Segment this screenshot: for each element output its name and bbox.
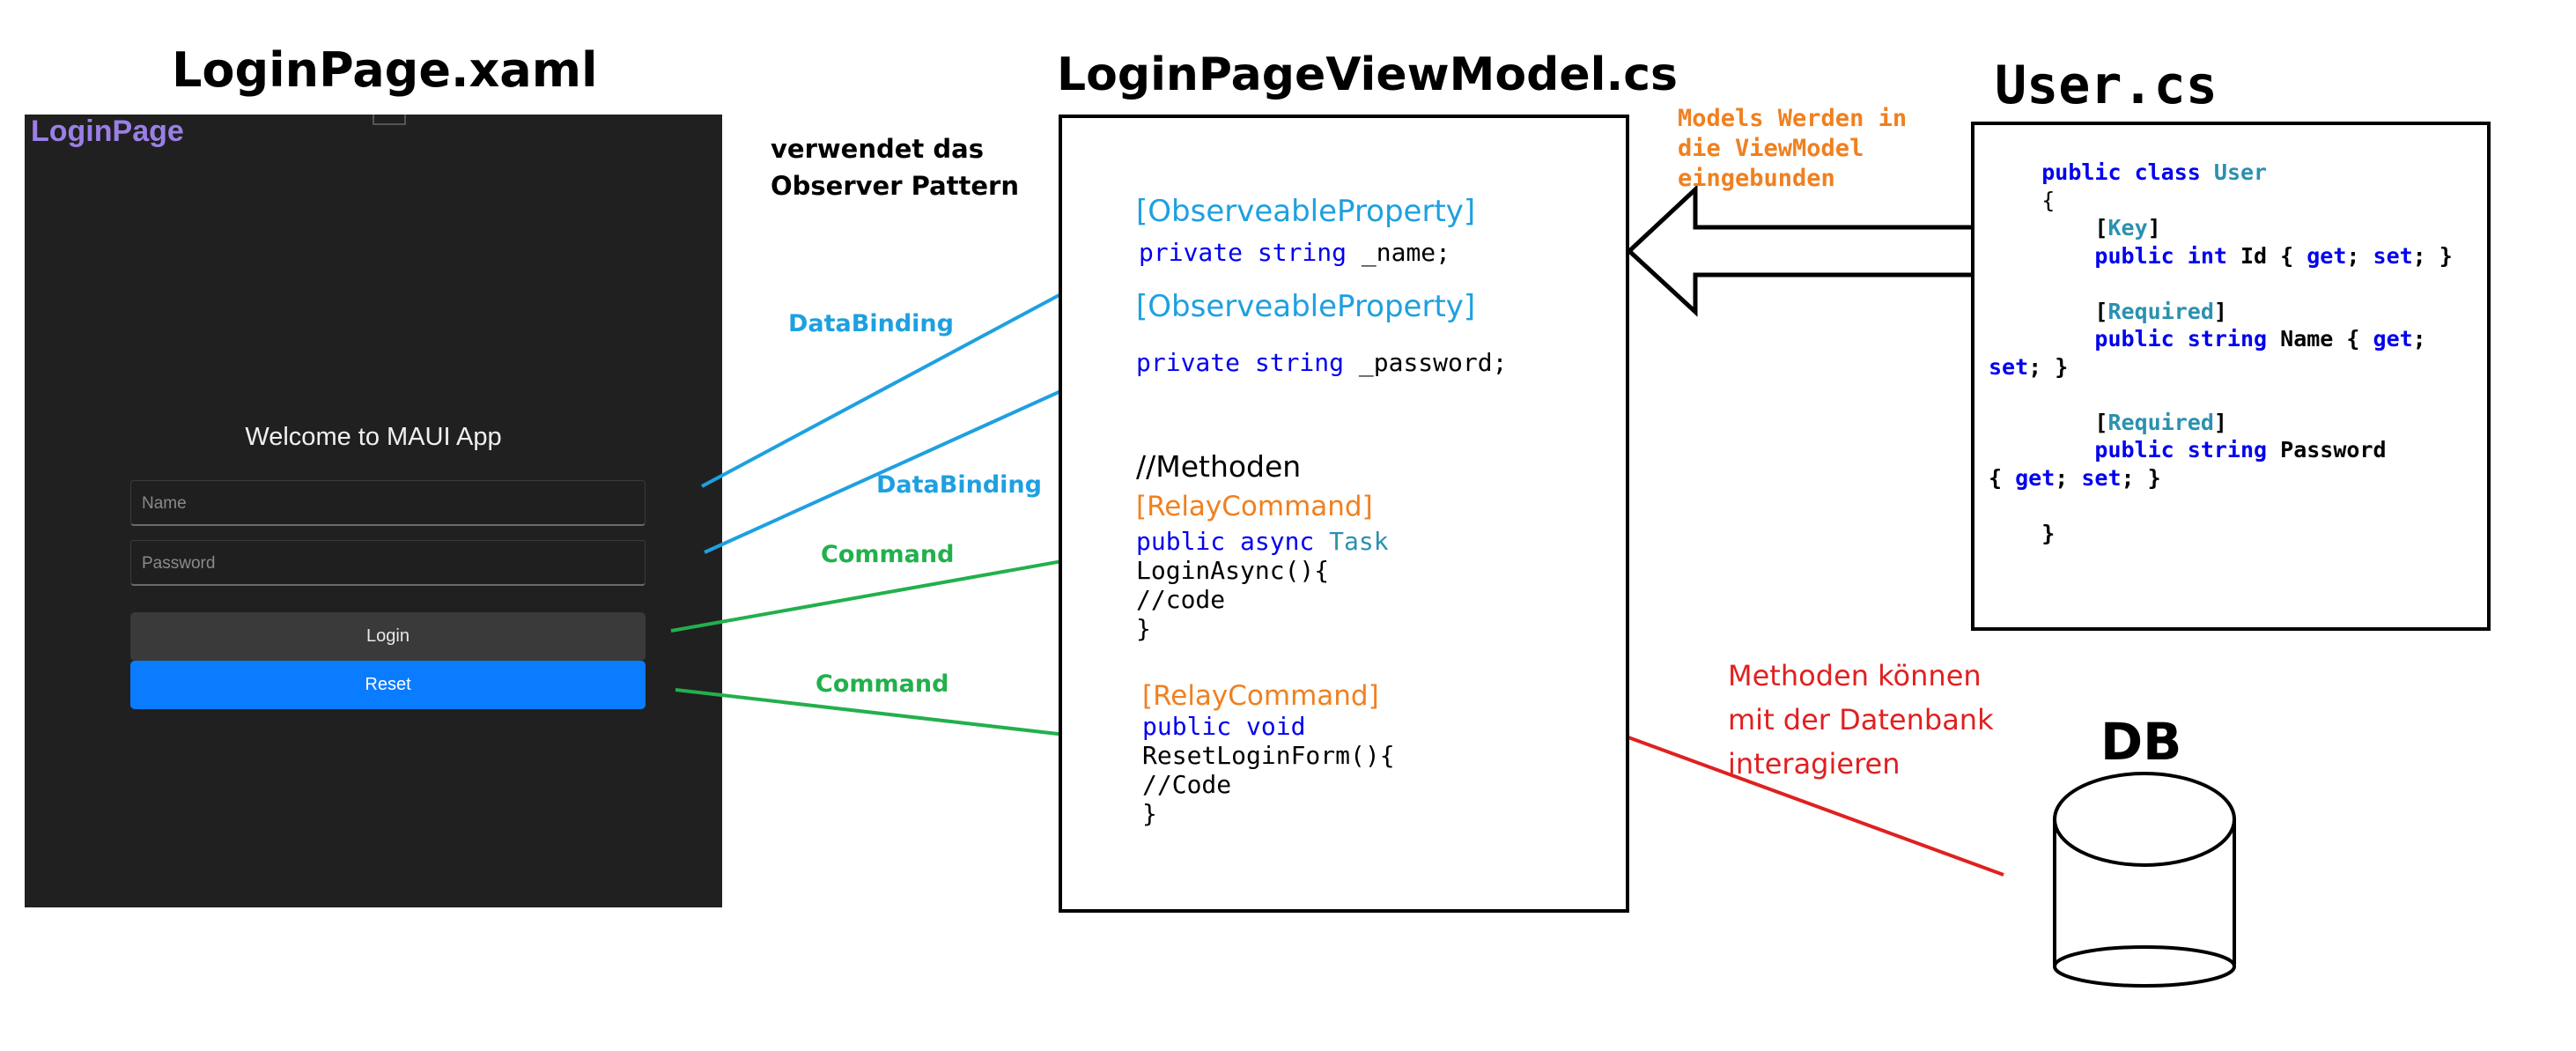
user-close-brace: }	[2041, 520, 2056, 546]
db-note-line3: interagieren	[1728, 747, 1901, 781]
observer-note-line1: verwendet das	[771, 134, 984, 164]
login-close: }	[1136, 614, 1151, 643]
reset-keywords: public void	[1142, 712, 1306, 741]
password-get: get	[2015, 464, 2056, 491]
required2-close: ]	[2213, 409, 2227, 435]
models-note-line3: eingebunden	[1678, 165, 1835, 192]
observable-attr-2: [ObserveableProperty]	[1136, 289, 1476, 324]
id-get: get	[2307, 242, 2347, 269]
db-cylinder-top	[2053, 772, 2236, 867]
id-rest3: ; }	[2412, 242, 2453, 269]
observable-attr-1: [ObserveableProperty]	[1136, 194, 1476, 229]
password-field-decl: private string _password;	[1136, 348, 1507, 377]
required1-close: ]	[2213, 298, 2227, 324]
command-line-1	[670, 550, 1118, 633]
user-class-name: User	[2200, 159, 2268, 185]
models-note-line1: Models Werden in	[1678, 105, 1908, 132]
required2-attr: Required	[2107, 409, 2214, 435]
command-label-2: Command	[816, 670, 949, 698]
models-note-line2: die ViewModel	[1678, 135, 1864, 162]
password-field-keywords: private string	[1136, 348, 1345, 377]
reset-signature: ResetLoginForm(){	[1142, 741, 1395, 770]
login-page-preview: LoginPage Welcome to MAUI App Name Passw…	[25, 115, 722, 907]
login-page-title: LoginPage.xaml	[172, 42, 598, 98]
reset-button[interactable]: Reset	[130, 661, 646, 709]
methods-comment: //Methoden	[1136, 449, 1302, 484]
db-note: Methoden können mit der Datenbank intera…	[1728, 654, 1994, 786]
id-rest2: ;	[2346, 242, 2373, 269]
required1-open: [	[2094, 298, 2108, 324]
relay-command-attr-1: [RelayCommand]	[1136, 491, 1373, 522]
password-mid: ;	[2055, 464, 2082, 491]
password-rest: Password	[2267, 437, 2387, 463]
id-set: set	[2373, 242, 2413, 269]
viewmodel-title: LoginPageViewModel.cs	[1057, 48, 1678, 101]
user-class-keywords: public class	[2041, 159, 2201, 185]
viewmodel-box	[1059, 115, 1629, 913]
reset-close: }	[1142, 799, 1157, 828]
welcome-text: Welcome to MAUI App	[245, 423, 502, 451]
password-rest2: ; }	[2121, 464, 2161, 491]
login-body: //code	[1136, 585, 1226, 614]
databinding-label-1: DataBinding	[788, 310, 954, 337]
command-label-1: Command	[821, 541, 955, 568]
password-input[interactable]: Password	[130, 540, 646, 586]
name-input[interactable]: Name	[130, 480, 646, 526]
name-field-decl: private string _name;	[1139, 238, 1450, 267]
key-close: ]	[2147, 215, 2161, 241]
login-signature: LoginAsync(){	[1136, 556, 1330, 585]
password-keywords: public string	[2094, 437, 2268, 463]
name-keywords: public string	[2094, 326, 2268, 352]
databinding-line-2	[704, 366, 1112, 554]
databinding-line-1	[701, 269, 1106, 488]
name-get: get	[2373, 326, 2413, 352]
observer-note-line2: Observer Pattern	[771, 171, 1019, 201]
login-return-type: Task	[1314, 527, 1389, 556]
name-field-keywords: private string	[1139, 238, 1347, 267]
databinding-label-2: DataBinding	[876, 471, 1042, 499]
command-line-2	[675, 688, 1081, 738]
db-cylinder-sides	[2053, 819, 2236, 965]
name-semi: ;	[2412, 326, 2426, 352]
name-rest: Name {	[2267, 326, 2373, 352]
key-attr: Key	[2107, 215, 2148, 241]
required2-open: [	[2094, 409, 2108, 435]
login-keywords: public async	[1136, 527, 1315, 556]
user-open-brace: {	[2041, 187, 2056, 213]
id-rest1: Id {	[2226, 242, 2307, 269]
db-title: DB	[2100, 712, 2182, 772]
app-window-title: LoginPage	[31, 115, 184, 148]
model-to-viewmodel-arrow	[1626, 184, 1977, 317]
id-keywords: public int	[2094, 242, 2227, 269]
password-set: set	[2081, 464, 2122, 491]
login-button[interactable]: Login	[130, 612, 646, 661]
name-rest2: ; }	[2028, 353, 2069, 380]
password-field-ident: _password;	[1344, 348, 1508, 377]
relay-command-attr-2: [RelayCommand]	[1142, 680, 1379, 712]
reset-body: //Code	[1142, 770, 1232, 799]
db-note-line1: Methoden können	[1728, 659, 1982, 692]
db-note-line2: mit der Datenbank	[1728, 703, 1994, 736]
user-title: User.cs	[1995, 55, 2218, 116]
name-field-ident: _name;	[1347, 238, 1451, 267]
user-class-box	[1971, 122, 2491, 631]
key-open: [	[2094, 215, 2108, 241]
window-handle	[373, 115, 406, 125]
name-set: set	[1989, 353, 2029, 380]
password-open: {	[1989, 464, 2016, 491]
required1-attr: Required	[2107, 298, 2214, 324]
models-note: Models Werden in die ViewModel eingebund…	[1678, 104, 1907, 194]
db-cylinder-bottom	[2053, 945, 2236, 988]
observer-note: verwendet das Observer Pattern	[771, 130, 1019, 204]
user-class-code: public class User { [Key] public int Id …	[1989, 159, 2453, 547]
